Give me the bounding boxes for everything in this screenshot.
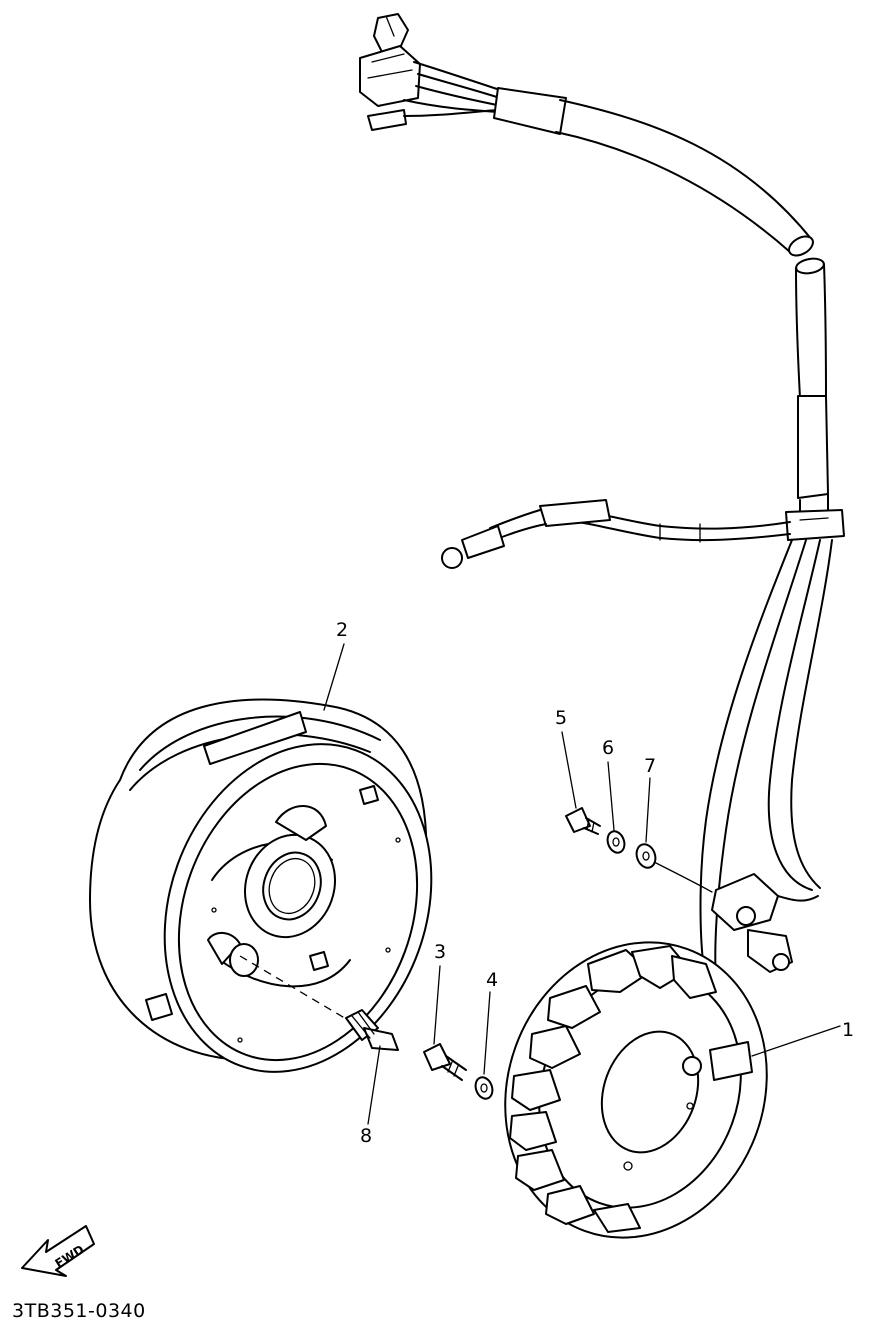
- rotor: [89, 698, 433, 1073]
- screw-3: [423, 1043, 467, 1081]
- callout-2: 2: [336, 619, 348, 641]
- stator: [504, 941, 768, 1239]
- washer-6: [606, 830, 626, 854]
- bolt-8: [345, 1009, 399, 1051]
- callout-5: 5: [555, 707, 567, 729]
- diagram-code: 3TB351-0340: [12, 1300, 146, 1322]
- callout-7: 7: [644, 755, 656, 777]
- callout-leaders: [323, 643, 841, 1125]
- callout-4: 4: [486, 969, 498, 991]
- callout-6: 6: [602, 737, 614, 759]
- fwd-arrow-icon: FWD: [21, 1225, 95, 1277]
- alignment-line: [239, 955, 349, 1021]
- washer-4: [474, 1076, 494, 1100]
- screw-5: [565, 807, 601, 835]
- callout-8: 8: [360, 1125, 372, 1147]
- wire-harness: [359, 13, 845, 981]
- washer-7: [635, 843, 657, 869]
- callout-3: 3: [434, 941, 446, 963]
- callout-1: 1: [842, 1019, 854, 1041]
